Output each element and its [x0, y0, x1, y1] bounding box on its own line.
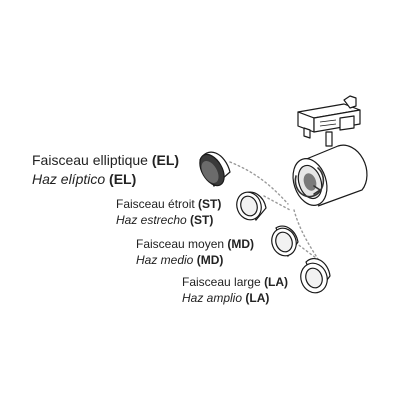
label-md-es-code: (MD) [196, 252, 224, 267]
track-adapter [297, 95, 361, 147]
label-la-fr-code: (LA) [264, 275, 289, 289]
label-md-fr: Faisceau moyen (MD) [136, 237, 255, 252]
label-el-es: Haz elíptico (EL) [32, 171, 179, 187]
label-md-fr-name: Faisceau moyen [136, 237, 225, 251]
lens-el-accessory [199, 151, 231, 187]
label-beam-st: Faisceau étroit (ST) Haz estrecho (ST) [116, 197, 222, 228]
label-beam-md: Faisceau moyen (MD) Haz medio (MD) [136, 237, 255, 268]
lens-la-accessory [300, 258, 331, 294]
label-md-es-name: Haz medio [136, 252, 194, 267]
label-el-fr-name: Faisceau elliptique [32, 152, 148, 168]
spotlight-cylinder [292, 144, 368, 207]
label-la-fr: Faisceau large (LA) [182, 275, 289, 290]
label-st-es: Haz estrecho (ST) [116, 212, 221, 228]
rotation-arrow-icon [294, 167, 325, 198]
label-md-es: Haz medio (MD) [136, 252, 254, 268]
lens-st-accessory [236, 191, 267, 222]
label-beam-el: Faisceau elliptique (EL) Haz elíptico (E… [32, 152, 179, 187]
label-el-fr-code: (EL) [151, 152, 180, 168]
label-st-fr-code: (ST) [198, 197, 222, 211]
label-el-es-name: Haz elíptico [32, 171, 106, 188]
label-el-es-code: (EL) [109, 171, 137, 188]
label-st-es-code: (ST) [190, 212, 214, 227]
label-la-fr-name: Faisceau large [182, 275, 261, 289]
label-md-fr-code: (MD) [227, 237, 255, 251]
label-la-es-name: Haz amplio [182, 290, 243, 305]
label-beam-la: Faisceau large (LA) Haz amplio (LA) [182, 275, 289, 306]
label-la-es: Haz amplio (LA) [182, 290, 288, 306]
label-st-es-name: Haz estrecho [116, 212, 187, 227]
label-st-fr-name: Faisceau étroit [116, 197, 195, 211]
label-la-es-code: (LA) [245, 290, 270, 305]
lens-md-accessory [271, 225, 299, 258]
label-st-fr: Faisceau étroit (ST) [116, 197, 222, 212]
label-el-fr: Faisceau elliptique (EL) [32, 152, 179, 168]
